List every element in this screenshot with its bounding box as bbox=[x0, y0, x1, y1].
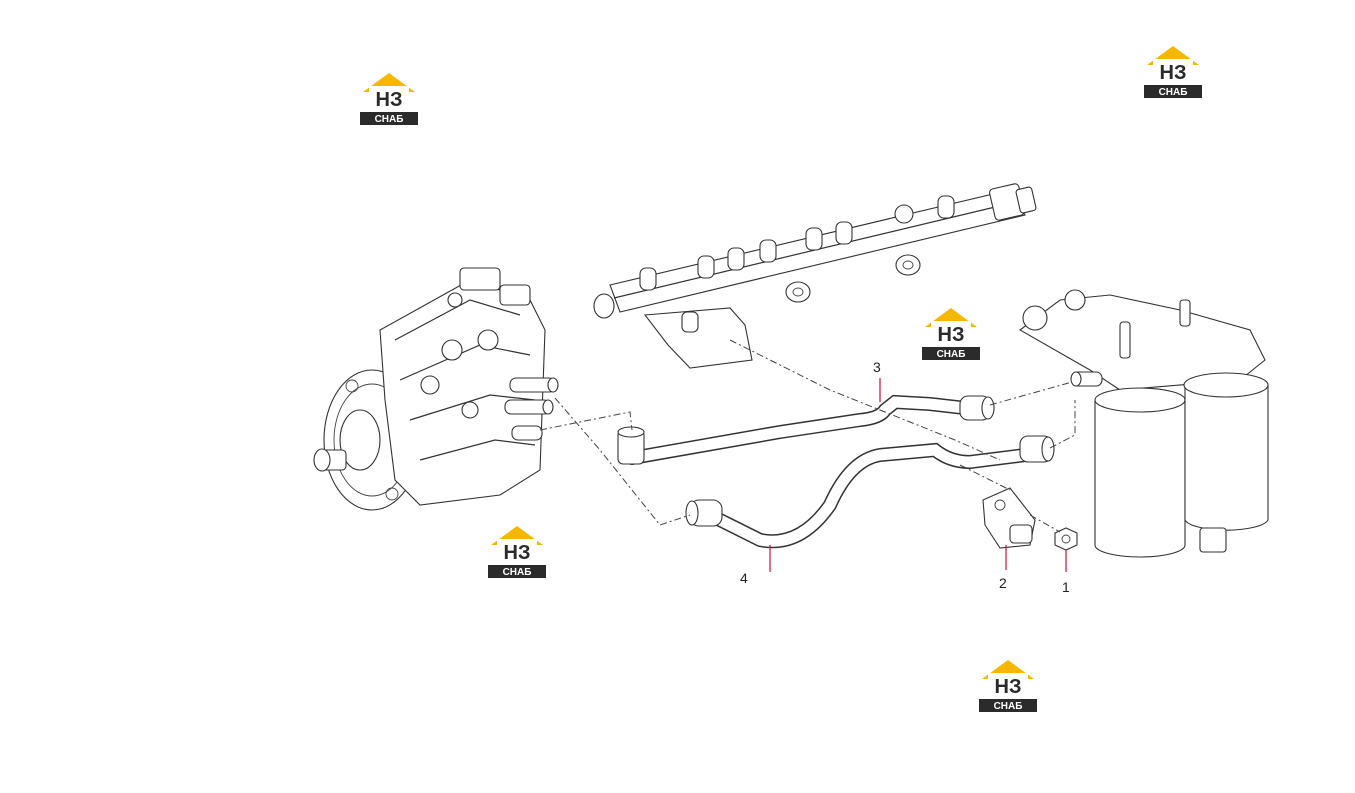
watermark-top-text: НЗ bbox=[1160, 62, 1187, 84]
assembly-lines bbox=[539, 339, 1076, 533]
watermark-top-text: НЗ bbox=[995, 676, 1022, 698]
watermark-bottom-text: СНАБ bbox=[503, 567, 532, 578]
part-1-bolt bbox=[1054, 527, 1078, 551]
watermark-top-text: НЗ bbox=[504, 542, 531, 564]
part-3-fuel-pipe bbox=[617, 394, 995, 465]
callout-3: 3 bbox=[873, 359, 881, 375]
watermark-logo: НЗ СНАБ bbox=[359, 70, 419, 126]
watermark-bottom-text: СНАБ bbox=[994, 701, 1023, 712]
callout-2: 2 bbox=[999, 575, 1007, 591]
callout-1: 1 bbox=[1062, 579, 1070, 595]
watermark-top-text: НЗ bbox=[938, 324, 965, 346]
watermark-bottom-text: СНАБ bbox=[1159, 87, 1188, 98]
callout-4: 4 bbox=[740, 570, 748, 586]
watermark-bottom-text: СНАБ bbox=[937, 349, 966, 360]
part-4-fuel-pipe bbox=[685, 435, 1055, 549]
watermark-logo: НЗ СНАБ bbox=[978, 657, 1038, 713]
watermark-logo: НЗ СНАБ bbox=[921, 305, 981, 361]
watermark-logo: НЗ СНАБ bbox=[1143, 43, 1203, 99]
part-2-pipe-clamp bbox=[982, 487, 1036, 549]
watermark-top-text: НЗ bbox=[376, 89, 403, 111]
rail-outlets bbox=[639, 195, 955, 291]
fuel-filter-assembly bbox=[1019, 289, 1269, 558]
watermark-bottom-text: СНАБ bbox=[375, 114, 404, 125]
common-rail bbox=[593, 183, 1037, 369]
high-pressure-fuel-pump bbox=[313, 267, 559, 511]
watermark-logo: НЗ СНАБ bbox=[487, 523, 547, 579]
